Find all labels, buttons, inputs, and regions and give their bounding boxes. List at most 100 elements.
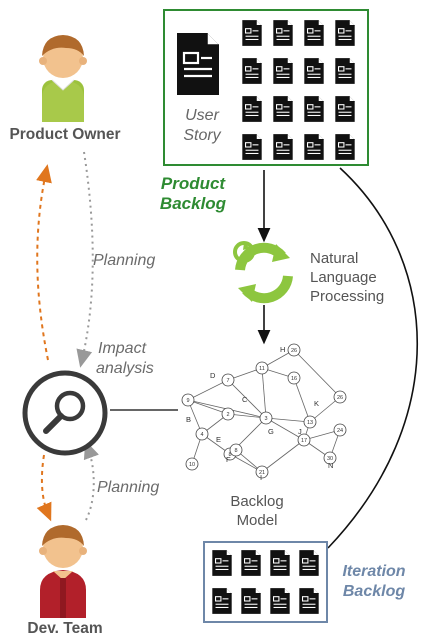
graph-node xyxy=(255,361,269,375)
graph-edge xyxy=(187,379,229,401)
dev-team-label: Dev. Team xyxy=(27,620,103,637)
user-story-line1: User xyxy=(185,107,219,124)
document-icon xyxy=(270,588,290,614)
graph-edge xyxy=(261,439,305,473)
document-icon xyxy=(304,58,324,84)
dev-team-avatar xyxy=(39,525,87,618)
graph-edge-letter: N xyxy=(328,461,333,470)
graph-edge-letter: G xyxy=(268,427,274,436)
graph-node-label: 8 xyxy=(228,452,231,458)
document-icon xyxy=(304,96,324,122)
graph-node-label: 10 xyxy=(189,462,195,468)
nlp-line2: Language xyxy=(310,269,377,286)
graph-edge-letter: J xyxy=(298,427,302,436)
gray-dotted-planning-top xyxy=(76,151,94,368)
graph-node xyxy=(303,415,317,429)
graph-edge xyxy=(293,349,341,398)
document-icon xyxy=(242,134,262,160)
graph-edge-letter: I xyxy=(260,473,262,482)
document-icon xyxy=(273,134,293,160)
document-icon xyxy=(304,20,324,46)
backlog-model-line1: Backlog xyxy=(230,493,284,510)
graph-node-label: 3 xyxy=(264,416,267,422)
document-icon xyxy=(299,588,319,614)
user-story-document-icon xyxy=(177,33,219,95)
user-story-line2: Story xyxy=(183,127,221,144)
gray-dotted-planning-bottom xyxy=(83,440,99,521)
recycle-arrows-icon xyxy=(233,241,293,304)
graph-node-label: 21 xyxy=(259,470,265,476)
user-story-label: User Story xyxy=(163,106,241,146)
graph-node xyxy=(255,465,269,479)
graph-node-label: 16 xyxy=(291,376,297,382)
curve-backlog-to-iteration xyxy=(327,167,419,549)
graph-node-label: 8 xyxy=(234,448,237,454)
backlog-model-line2: Model xyxy=(236,512,278,529)
document-icon xyxy=(335,134,355,160)
graph-node-label: 30 xyxy=(327,456,333,462)
magnifier-icon xyxy=(22,370,108,456)
graph-node-label: 17 xyxy=(301,438,307,444)
graph-node xyxy=(195,427,209,441)
graph-edge xyxy=(309,396,341,423)
document-icon xyxy=(335,58,355,84)
iteration-backlog-title: Iteration Backlog xyxy=(334,562,414,602)
graph-node xyxy=(259,411,273,425)
graph-node-label: 7 xyxy=(226,378,229,384)
graph-node-label: 4 xyxy=(200,432,203,438)
product-backlog-box: User Story xyxy=(163,9,369,166)
graph-node xyxy=(287,343,301,357)
graph-edge xyxy=(187,399,229,415)
document-icon xyxy=(241,550,261,576)
iteration-backlog-title-line1: Iteration xyxy=(342,563,406,580)
impact-label-line1: Impact xyxy=(98,340,147,357)
graph-edge-letter: K xyxy=(314,399,319,408)
graph-edge xyxy=(261,367,267,419)
graph-node xyxy=(297,433,311,447)
product-owner-avatar xyxy=(39,35,87,122)
orange-dashed-down xyxy=(36,454,52,522)
document-icon xyxy=(299,550,319,576)
document-icon xyxy=(212,550,232,576)
graph-edge-letter: E xyxy=(216,435,221,444)
graph-node-label: 26 xyxy=(291,348,297,354)
document-icon xyxy=(335,96,355,122)
document-icon xyxy=(242,20,262,46)
iteration-backlog-doc-grid xyxy=(211,549,324,619)
graph-node-label: 13 xyxy=(307,420,313,426)
graph-node xyxy=(185,457,199,471)
graph-node-label: 11 xyxy=(259,366,265,372)
graph-edge-letter: C xyxy=(242,395,248,404)
graph-node xyxy=(181,393,195,407)
product-backlog-doc-grid xyxy=(241,19,363,167)
graph-node xyxy=(229,443,243,457)
product-backlog-title: Product Backlog xyxy=(150,174,236,214)
orange-dashed-up xyxy=(36,164,52,361)
graph-edge-letter: H xyxy=(280,345,285,354)
document-icon xyxy=(273,58,293,84)
graph-edge xyxy=(227,379,267,419)
product-owner-label: Product Owner xyxy=(9,126,121,143)
document-icon xyxy=(242,96,262,122)
graph-edge xyxy=(265,417,305,441)
iteration-backlog-box xyxy=(203,541,328,623)
graph-node xyxy=(221,373,235,387)
nlp-line3: Processing xyxy=(310,288,385,305)
graph-node xyxy=(323,451,337,465)
graph-node-label: 2 xyxy=(226,412,229,418)
graph-edge-letter: B xyxy=(186,415,191,424)
graph-node-label: 26 xyxy=(337,395,343,401)
graph-node xyxy=(333,423,347,437)
graph-node-label: 9 xyxy=(186,398,189,404)
document-icon xyxy=(304,134,324,160)
planning-label-bottom: Planning xyxy=(97,479,160,496)
graph-node xyxy=(287,371,301,385)
product-backlog-title-line1: Product xyxy=(160,174,226,193)
graph-node xyxy=(333,390,347,404)
graph-edge-letter: D xyxy=(210,371,216,380)
graph-edge xyxy=(265,417,311,423)
graph-node-label: 24 xyxy=(337,428,343,434)
document-icon xyxy=(273,20,293,46)
